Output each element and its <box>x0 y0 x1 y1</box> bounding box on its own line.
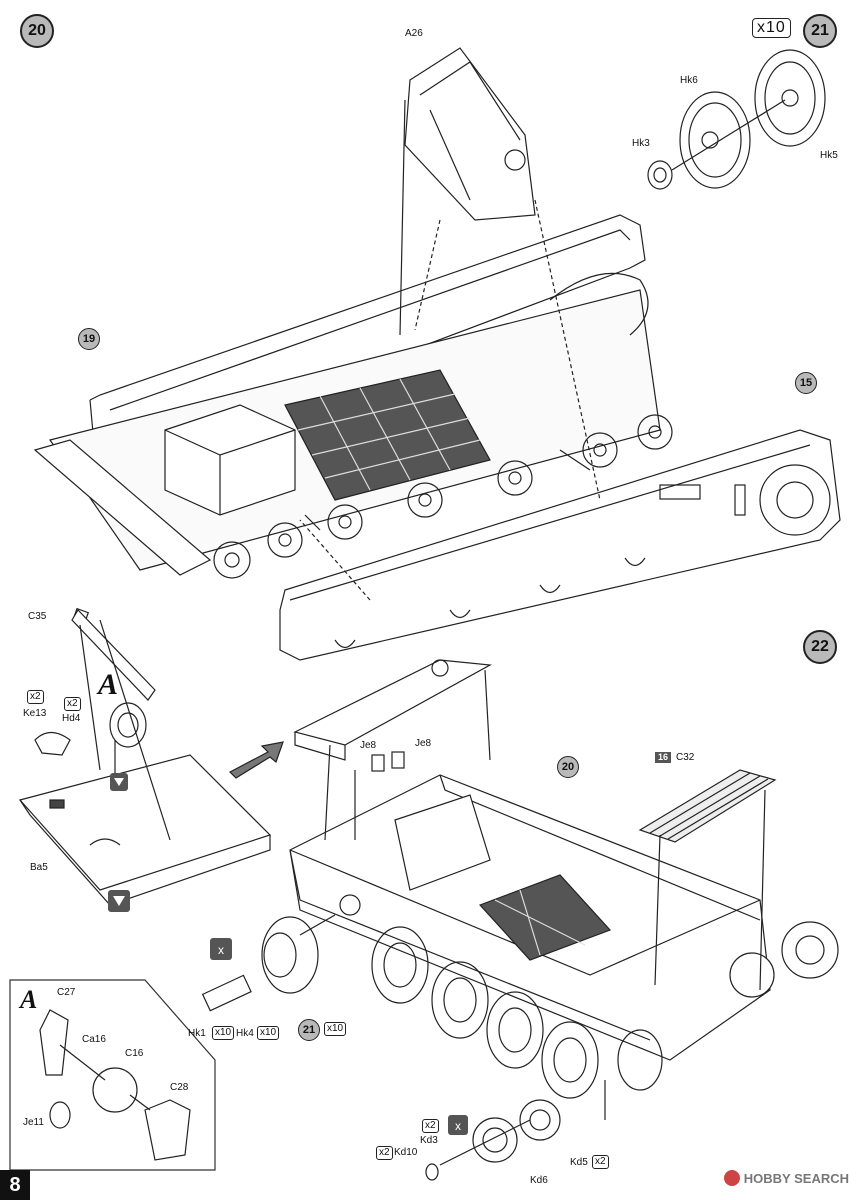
page-number: 8 <box>0 1170 30 1200</box>
quantity-x10-step21: x10 <box>752 18 791 38</box>
grille-c32 <box>638 769 777 843</box>
front-plate <box>293 659 492 772</box>
callout-a-detail-title: A <box>20 985 38 1014</box>
quantity-ref21: x10 <box>324 1022 347 1036</box>
step-20-badge: 20 <box>20 14 54 48</box>
detail-a-parts <box>39 1009 191 1161</box>
part-label-a26: A26 <box>405 28 423 39</box>
part-label-hd4: Hd4 <box>62 713 81 724</box>
sprocket-kd <box>425 1099 561 1181</box>
side-plate-15 <box>279 429 841 661</box>
quantity-ke13: x2 <box>27 690 44 704</box>
part-label-hk3: Hk3 <box>632 138 650 149</box>
part-label-c27: C27 <box>57 987 76 998</box>
paint-code-badge: 16 <box>655 752 672 763</box>
road-wheels-22 <box>201 894 663 1099</box>
ref-15-badge: 15 <box>795 372 817 394</box>
glue-icon-ba5 <box>108 890 130 912</box>
quantity-hd4: x2 <box>64 697 81 711</box>
step-22-badge: 22 <box>803 630 837 664</box>
part-label-ca16: Ca16 <box>82 1034 106 1045</box>
engine-deck-grid <box>284 369 491 501</box>
part-label-hk4: Hk4 <box>236 1028 254 1039</box>
watermark-text: HOBBY SEARCH <box>743 1170 849 1186</box>
part-label-ke13: Ke13 <box>23 708 47 719</box>
watermark-logo-icon <box>723 1170 740 1186</box>
part-label-c28: C28 <box>170 1082 189 1093</box>
part-label-ba5: Ba5 <box>30 862 48 873</box>
quantity-hk4: x10 <box>257 1026 280 1040</box>
part-label-kd3: Kd3 <box>420 1135 438 1146</box>
no-glue-icon-hk: x <box>210 938 232 960</box>
part-label-kd5: Kd5 <box>570 1157 588 1168</box>
quantity-hk1: x10 <box>212 1026 235 1040</box>
quantity-kd10: x2 <box>376 1146 393 1160</box>
glue-icon-plate <box>110 773 128 791</box>
part-label-hk6: Hk6 <box>680 75 698 86</box>
step21-wheel <box>647 49 826 190</box>
ref-21-badge: 21 <box>298 1019 320 1041</box>
part-label-je11: Je11 <box>23 1117 44 1128</box>
callout-a-marker: A <box>98 668 119 701</box>
ref-20-badge: 20 <box>557 756 579 778</box>
part-label-c16: C16 <box>125 1048 144 1059</box>
svg-text:x: x <box>218 943 224 957</box>
part-label-hk1: Hk1 <box>188 1028 206 1039</box>
part-label-je8-right: Je8 <box>415 738 432 749</box>
quantity-kd3: x2 <box>422 1119 439 1133</box>
part-label-kd6: Kd6 <box>530 1175 548 1186</box>
quantity-kd5: x2 <box>592 1155 609 1169</box>
svg-text:x: x <box>455 1119 461 1133</box>
panel-a26 <box>404 47 536 221</box>
step-21-badge: 21 <box>803 14 837 48</box>
watermark: HOBBY SEARCH <box>723 1170 849 1186</box>
ref-19-badge: 19 <box>78 328 100 350</box>
hull-22 <box>289 774 839 1061</box>
lower-wheels <box>213 414 673 579</box>
part-label-c35: C35 <box>28 611 47 622</box>
part-label-kd10: Kd10 <box>394 1147 418 1158</box>
plate-ba5 <box>18 607 272 906</box>
part-label-je8-left: Je8 <box>360 740 377 751</box>
part-label-c32: C32 <box>676 752 695 763</box>
part-label-hk5: Hk5 <box>820 150 838 161</box>
no-glue-icon-kd: x <box>448 1115 468 1135</box>
